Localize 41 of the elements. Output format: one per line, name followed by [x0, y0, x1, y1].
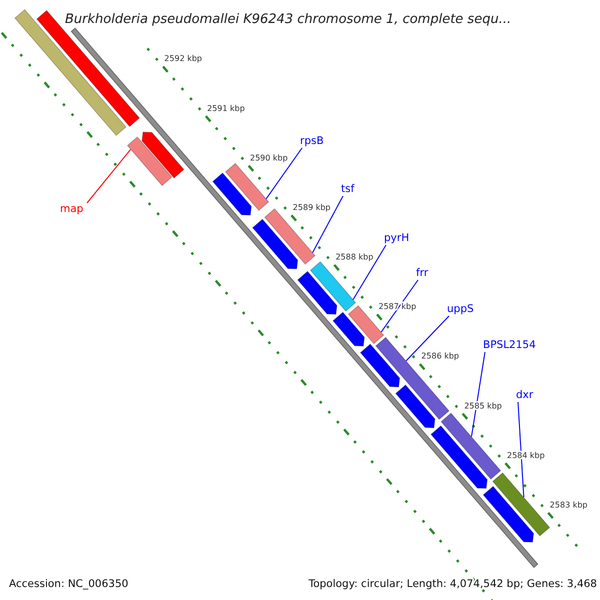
- gene-label: tsf: [341, 183, 354, 195]
- gene-label: uppS: [447, 303, 474, 315]
- gene-block: [126, 136, 173, 186]
- leader-line: [380, 280, 418, 333]
- scale-label: 2586 kbp: [421, 352, 459, 361]
- leader-line: [312, 196, 344, 254]
- gene-block: [212, 172, 252, 216]
- scale-label: 2590 kbp: [250, 153, 288, 162]
- title: Burkholderia pseudomallei K96243 chromosome 1, complete sequ...: [65, 12, 512, 27]
- scale-label: 2583 kbp: [550, 500, 588, 510]
- scale-label: 2592 kbp: [164, 54, 202, 64]
- gene-block: [440, 412, 502, 480]
- gene-block: [310, 261, 356, 312]
- gene-label: rpsB: [300, 135, 324, 147]
- leader-line: [86, 148, 132, 204]
- summary-text: Topology: circular; Length: 4,074,542 bp; Genes: 3,468: [308, 578, 597, 590]
- gene-block: [360, 344, 400, 388]
- leader-line: [471, 352, 486, 438]
- leader-line: [266, 148, 302, 200]
- scale-label: 2591 kbp: [207, 104, 245, 113]
- leader-line: [518, 402, 524, 498]
- leader-line: [352, 244, 386, 300]
- scale-label: 2589 kbp: [292, 202, 330, 212]
- gene-label: frr: [416, 267, 428, 279]
- scale-label: 2588 kbp: [336, 252, 374, 262]
- gene-block: [252, 218, 298, 270]
- gene-block: [395, 384, 436, 428]
- gene-label: BPSL2154: [483, 339, 536, 351]
- gene-block: [482, 486, 534, 543]
- gene-block: [297, 270, 338, 315]
- gene-block: [430, 425, 488, 489]
- gene-label: pyrH: [384, 232, 410, 244]
- gene-block: [142, 132, 184, 179]
- scale-label: 2587 kbp: [378, 302, 416, 312]
- leader-line: [406, 316, 450, 362]
- gene-block: [492, 472, 550, 536]
- gene-label: dxr: [516, 389, 534, 401]
- accession-text: Accession: NC_006350: [9, 578, 128, 590]
- gene-label: map: [60, 203, 84, 215]
- gene-block: [224, 162, 270, 211]
- gene-block: [332, 312, 365, 346]
